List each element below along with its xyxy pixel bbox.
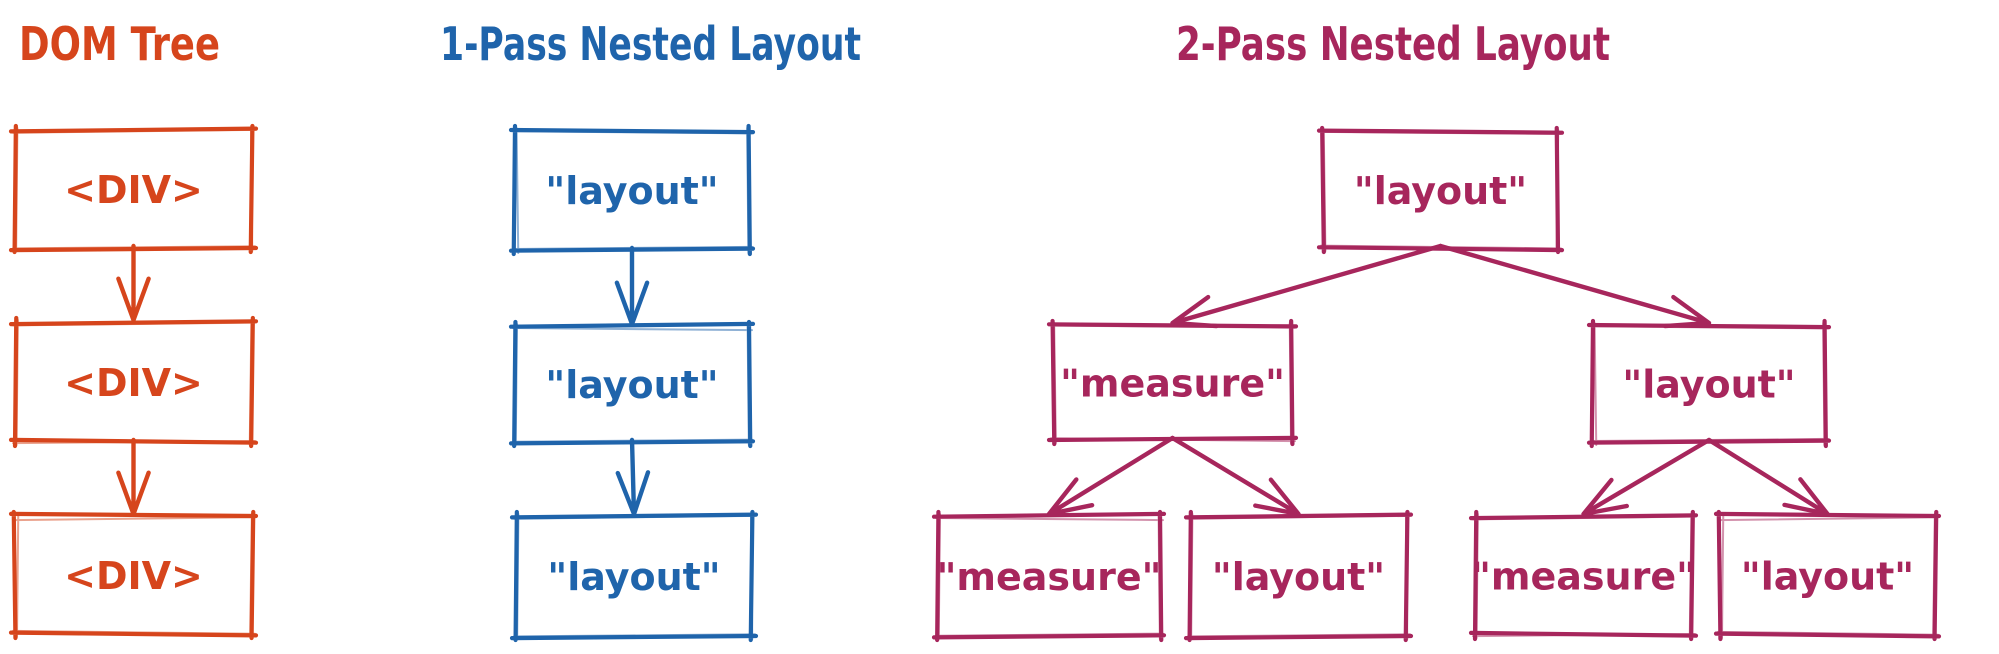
node-label-L2: "layout" xyxy=(545,363,718,407)
node-label-measure1: "measure" xyxy=(1060,362,1285,406)
edge-arrow-div1-div2 xyxy=(116,243,151,323)
node-box-sketch-layout3 xyxy=(1717,513,1939,639)
node-box-measure3 xyxy=(1468,509,1699,642)
node-box-sketch-div1 xyxy=(12,127,256,252)
node-box-sketch-root xyxy=(1320,129,1562,252)
edge-arrow-div2-div3 xyxy=(116,437,151,517)
node-label-measure2: "measure" xyxy=(937,555,1162,599)
node-box-measure1 xyxy=(1046,318,1299,447)
node-box-layout1 xyxy=(1586,318,1832,449)
node-label-div3: <DIV> xyxy=(64,554,203,598)
diagram-dom-tree: DOM Tree <DIV> <DIV> <DIV> xyxy=(8,17,259,641)
node-label-layout1: "layout" xyxy=(1622,363,1795,407)
node-box-sketch-measure3 xyxy=(1472,513,1696,639)
edge-arrow-L1-L2 xyxy=(614,245,650,327)
node-box-layout3 xyxy=(1713,509,1942,642)
edge-arrow-layout1-measure3 xyxy=(1581,437,1712,517)
node-box-div2 xyxy=(8,315,259,449)
node-box-sketch-measure2 xyxy=(935,513,1164,640)
node-box-div3 xyxy=(8,509,259,641)
node-box-L2 xyxy=(508,319,756,449)
node-box-measure2 xyxy=(931,509,1167,643)
edge-arrow-measure1-measure2 xyxy=(1046,435,1175,517)
node-label-L3: "layout" xyxy=(547,555,720,599)
edge-arrow-L2-L3 xyxy=(615,437,651,517)
node-box-sketch-measure1 xyxy=(1050,322,1296,444)
node-label-div2: <DIV> xyxy=(64,361,203,405)
edge-arrow-root-measure1 xyxy=(1170,243,1443,329)
node-label-root: "layout" xyxy=(1354,169,1527,213)
node-label-layout2: "layout" xyxy=(1212,555,1385,599)
edge-arrow-measure1-layout2 xyxy=(1170,435,1301,517)
node-box-sketch-layout2 xyxy=(1187,513,1411,640)
diagram-two-pass-nested-layout: 2-Pass Nested Layout "layout" "measure" "l… xyxy=(931,17,1942,643)
diagram-title: 1-Pass Nested Layout xyxy=(440,17,861,71)
node-box-sketch-L1 xyxy=(512,127,753,254)
node-box-sketch-L3 xyxy=(513,513,756,640)
diagram-one-pass-nested-layout: 1-Pass Nested Layout "layout" "layout" "la… xyxy=(440,17,861,643)
node-box-sketch-L2 xyxy=(512,323,753,446)
diagram-title: DOM Tree xyxy=(19,17,220,71)
node-box-sketch-div3 xyxy=(12,513,256,638)
node-label-div1: <DIV> xyxy=(64,168,203,212)
node-label-measure3: "measure" xyxy=(1471,555,1696,599)
edge-arrow-root-layout1 xyxy=(1438,243,1712,329)
node-label-L1: "layout" xyxy=(545,169,718,213)
node-box-L1 xyxy=(508,123,756,257)
edge-arrow-layout1-layout3 xyxy=(1706,437,1830,517)
diagram-title: 2-Pass Nested Layout xyxy=(1176,17,1610,71)
node-label-layout3: "layout" xyxy=(1741,555,1914,599)
node-box-sketch-div2 xyxy=(12,319,256,446)
node-box-sketch-layout1 xyxy=(1590,322,1829,446)
